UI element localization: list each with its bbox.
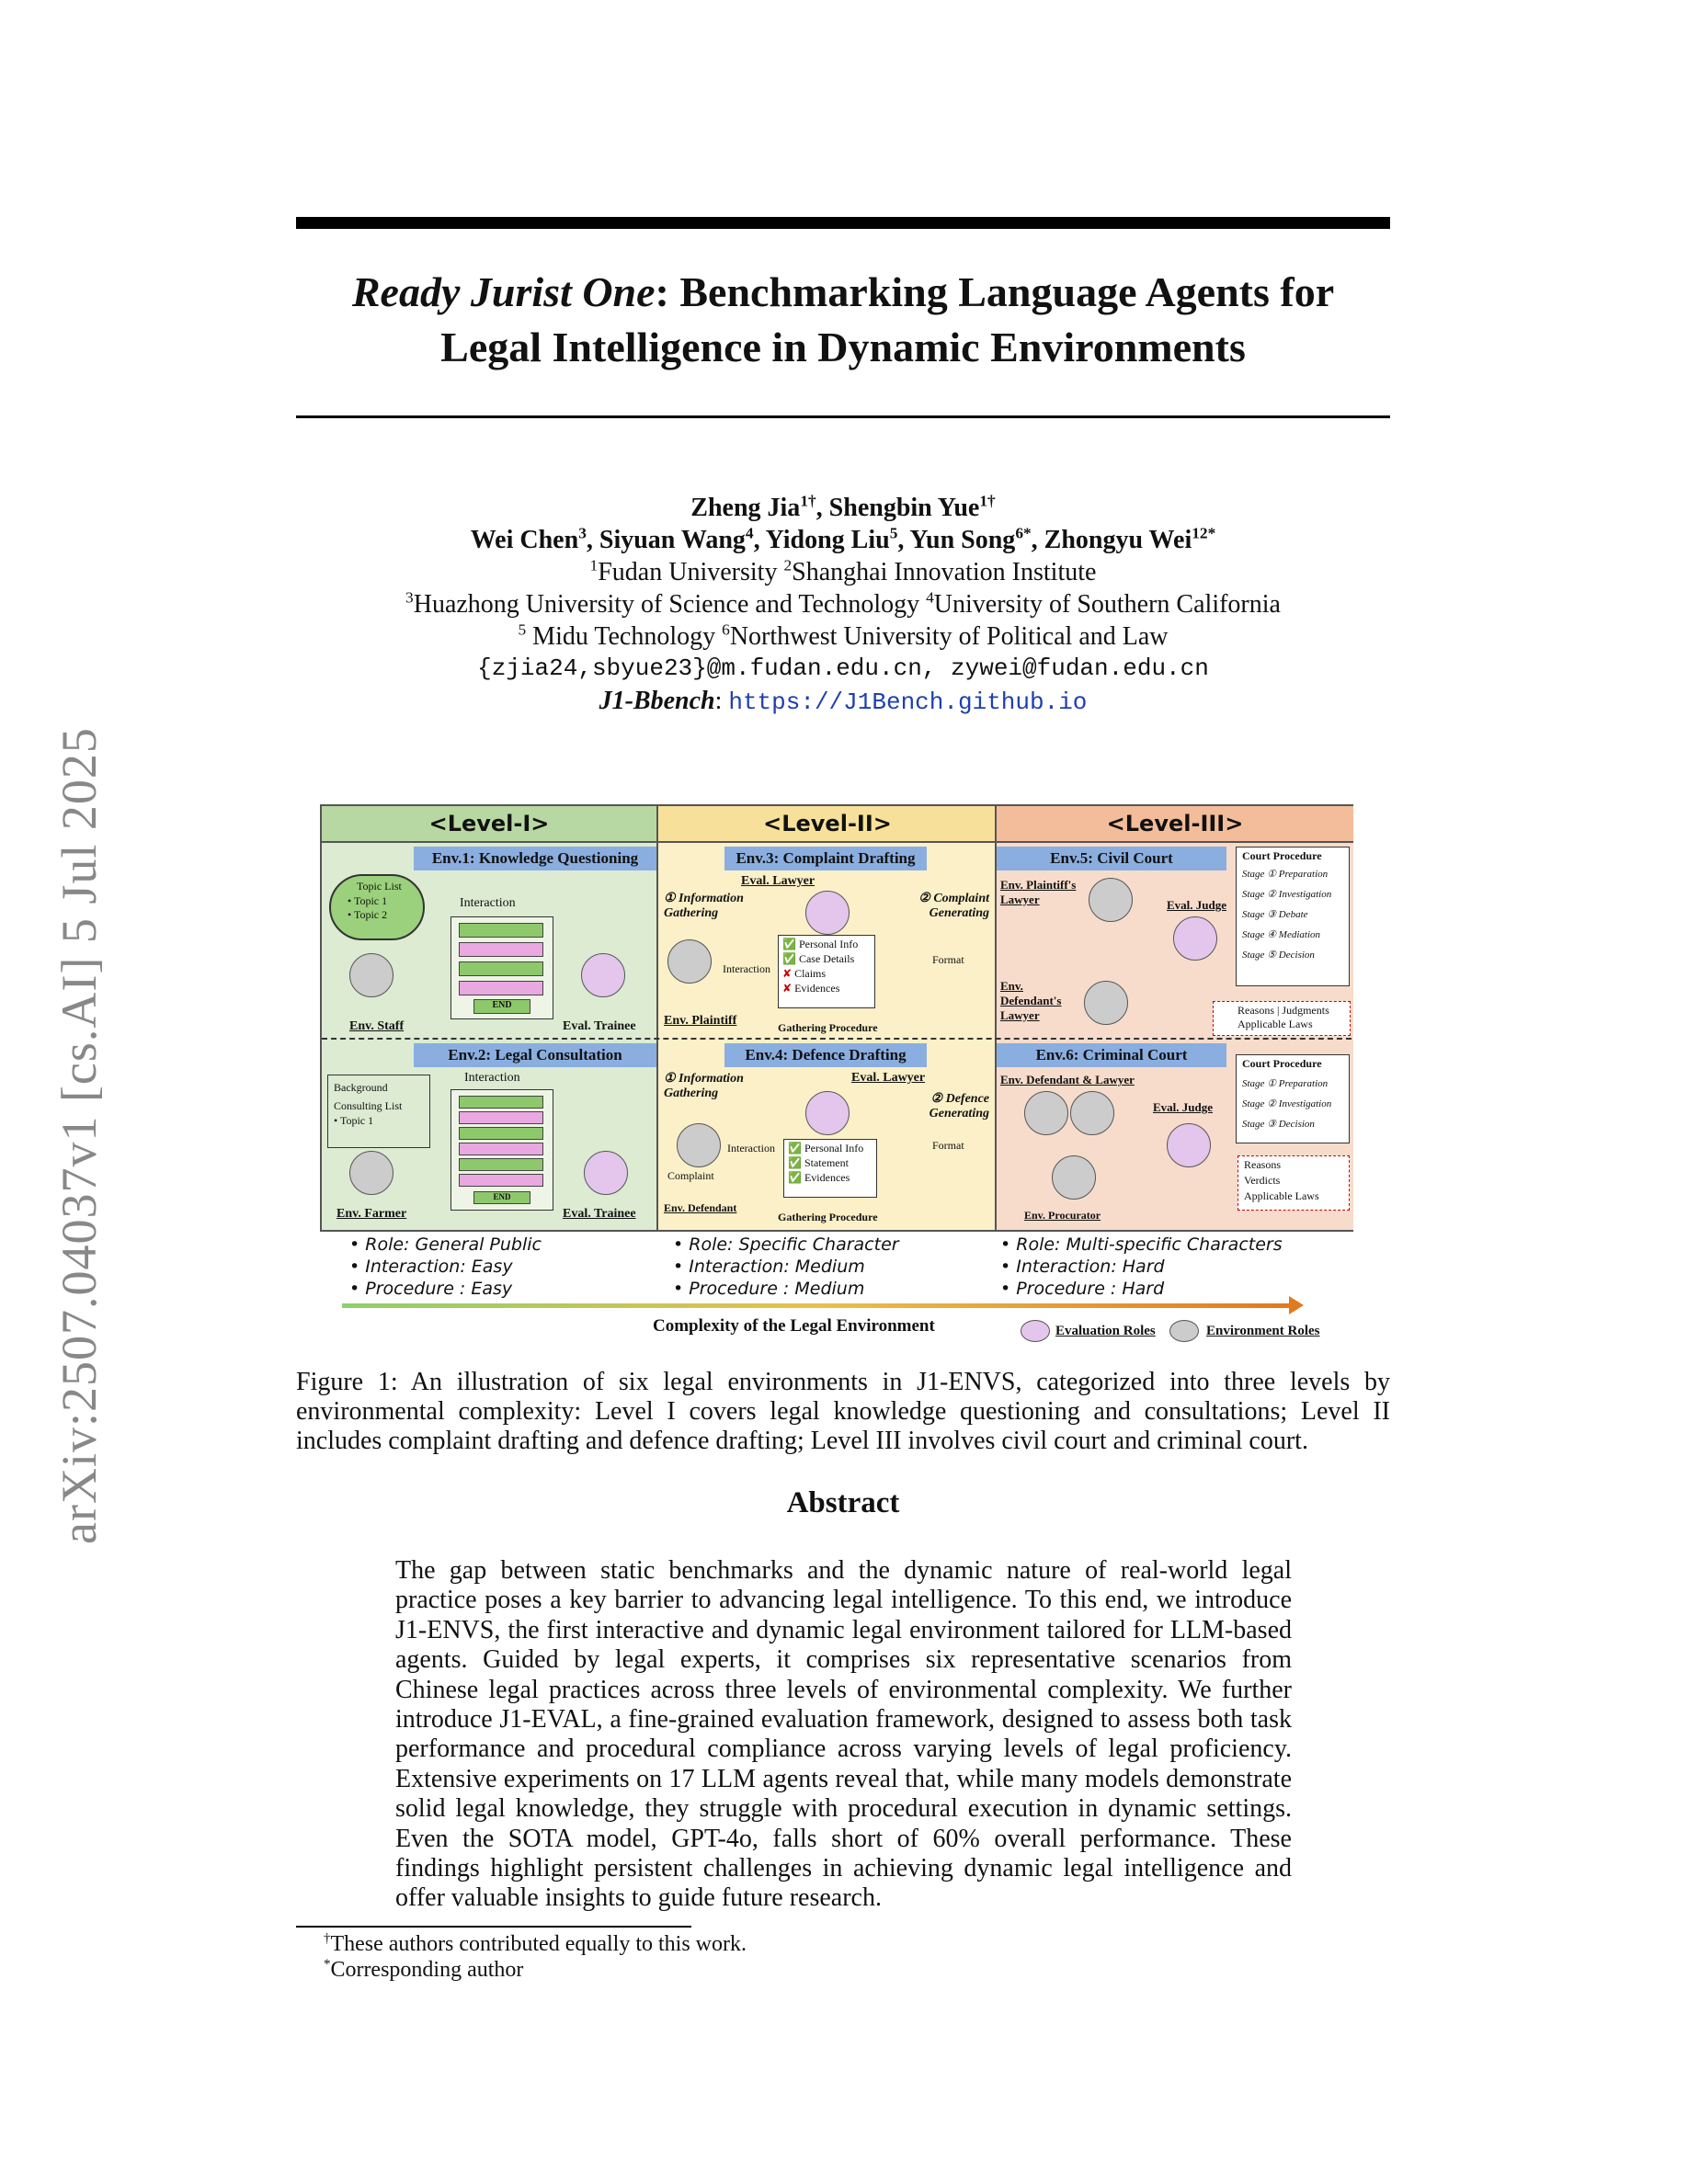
env4-header: Env.4: Defence Drafting bbox=[724, 1043, 927, 1067]
env1-interaction-label: Interaction bbox=[460, 896, 516, 910]
top-rule bbox=[296, 217, 1390, 229]
trainee-avatar bbox=[581, 953, 625, 997]
defendant-lawyer-avatar bbox=[1084, 981, 1128, 1025]
footnote-rule bbox=[296, 1926, 691, 1928]
level-1-header: <Level-I> bbox=[322, 806, 656, 843]
project-url[interactable]: https://J1Bench.github.io bbox=[728, 688, 1088, 716]
env4-checklist: ✅ Personal Info ✅ Statement ✅ Evidences bbox=[783, 1139, 877, 1198]
plaintiff-lawyer-avatar bbox=[1089, 878, 1133, 922]
env6-header: Env.6: Criminal Court bbox=[997, 1043, 1226, 1067]
level-3-header: <Level-III> bbox=[997, 806, 1353, 843]
title-rest: : Benchmarking Language Agents for bbox=[655, 268, 1335, 315]
footnote-corresponding: *Corresponding author bbox=[324, 1957, 524, 1982]
farmer-avatar bbox=[349, 1151, 393, 1195]
level-1-column: <Level-I> Env.1: Knowledge Questioning T… bbox=[322, 806, 656, 1230]
title-bottom-rule bbox=[296, 415, 1390, 418]
level-3-bullets: Role: Multi-specific CharactersInteracti… bbox=[1000, 1234, 1282, 1300]
emails: {zjia24,sbyue23}@m.fudan.edu.cn, zywei@f… bbox=[477, 654, 1209, 682]
env5-outputs: Reasons | Judgments Applicable Laws bbox=[1213, 1001, 1351, 1036]
criminal-lawyer-avatar bbox=[1070, 1091, 1114, 1135]
env2-dialog-box: END bbox=[451, 1089, 553, 1211]
level-divider bbox=[322, 1038, 1352, 1040]
env1-dialog-box: END bbox=[451, 916, 553, 1019]
env3-checklist: ✅ Personal Info ✅ Case Details ✘ Claims … bbox=[778, 935, 875, 1008]
judge-avatar bbox=[1173, 916, 1217, 961]
env-roles-label: Environment Roles bbox=[1206, 1324, 1320, 1338]
env5-header: Env.5: Civil Court bbox=[997, 847, 1226, 870]
staff-avatar bbox=[349, 953, 393, 997]
title-italic: Ready Jurist One bbox=[351, 268, 656, 315]
footnote-equal: †These authors contributed equally to th… bbox=[324, 1931, 747, 1956]
lawyer2-avatar bbox=[805, 1091, 850, 1135]
author-block: Zheng Jia1†, Shengbin Yue1† Wei Chen3, S… bbox=[296, 492, 1390, 719]
env1-header: Env.1: Knowledge Questioning bbox=[414, 847, 656, 870]
lawyer-avatar bbox=[805, 891, 850, 935]
trainee2-avatar bbox=[584, 1151, 628, 1195]
env5-procedure-box: Court Procedure Stage ① Preparation Stag… bbox=[1236, 847, 1350, 986]
authors-line2: Wei Chen3, Siyuan Wang4, Yidong Liu5, Yu… bbox=[470, 524, 1216, 554]
title-line2: Legal Intelligence in Dynamic Environmen… bbox=[440, 324, 1246, 370]
eval-roles-swatch bbox=[1021, 1320, 1050, 1342]
arxiv-stamp: arXiv:2507.04037v1 [cs.AI] 5 Jul 2025 bbox=[51, 727, 107, 1544]
env-roles-swatch bbox=[1169, 1320, 1199, 1342]
thought-cloud: Topic List • Topic 1 • Topic 2 bbox=[329, 874, 425, 940]
criminal-defendant-avatar bbox=[1024, 1091, 1068, 1135]
abstract-heading: Abstract bbox=[786, 1486, 900, 1519]
affiliations-line3: 5 Midu Technology 6Northwest University … bbox=[518, 620, 1169, 651]
level-1-bullets: Role: General PublicInteraction: EasyPro… bbox=[349, 1234, 542, 1300]
complexity-arrow-head bbox=[1289, 1296, 1304, 1314]
procurator-avatar bbox=[1052, 1155, 1096, 1200]
env6-procedure-box: Court Procedure Stage ① Preparation Stag… bbox=[1236, 1054, 1350, 1143]
level-2-column: <Level-II> Env.3: Complaint Drafting Eva… bbox=[656, 806, 997, 1230]
project-link-line: J1-Bbench: https://J1Bench.github.io bbox=[599, 687, 1088, 716]
complexity-label: Complexity of the Legal Environment bbox=[653, 1316, 935, 1336]
level-3-column: <Level-III> Env.5: Civil Court Env. Plai… bbox=[995, 806, 1353, 1230]
figure-1: <Level-I> Env.1: Knowledge Questioning T… bbox=[320, 804, 1353, 1232]
affiliations-line1: 1Fudan University 2Shanghai Innovation I… bbox=[589, 556, 1097, 586]
paper-title: Ready Jurist One: Benchmarking Language … bbox=[296, 265, 1390, 375]
env2-header: Env.2: Legal Consultation bbox=[414, 1043, 656, 1067]
defendant-avatar bbox=[677, 1123, 721, 1167]
env3-header: Env.3: Complaint Drafting bbox=[724, 847, 927, 870]
level-2-header: <Level-II> bbox=[658, 806, 997, 843]
plaintiff-avatar bbox=[667, 939, 712, 984]
level-2-bullets: Role: Specific CharacterInteraction: Med… bbox=[673, 1234, 898, 1300]
figure-caption: Figure 1: An illustration of six legal e… bbox=[296, 1368, 1390, 1455]
abstract-body: The gap between static benchmarks and th… bbox=[395, 1556, 1292, 1913]
complexity-arrow bbox=[342, 1303, 1294, 1308]
eval-roles-label: Evaluation Roles bbox=[1055, 1324, 1156, 1338]
env6-outputs: Reasons Verdicts Applicable Laws bbox=[1237, 1155, 1350, 1211]
authors-line1: Zheng Jia1†, Shengbin Yue1† bbox=[690, 492, 996, 522]
affiliations-line2: 3Huazhong University of Science and Tech… bbox=[405, 588, 1281, 619]
criminal-judge-avatar bbox=[1167, 1123, 1211, 1167]
consult-box: Background Consulting List • Topic 1 bbox=[327, 1075, 430, 1148]
